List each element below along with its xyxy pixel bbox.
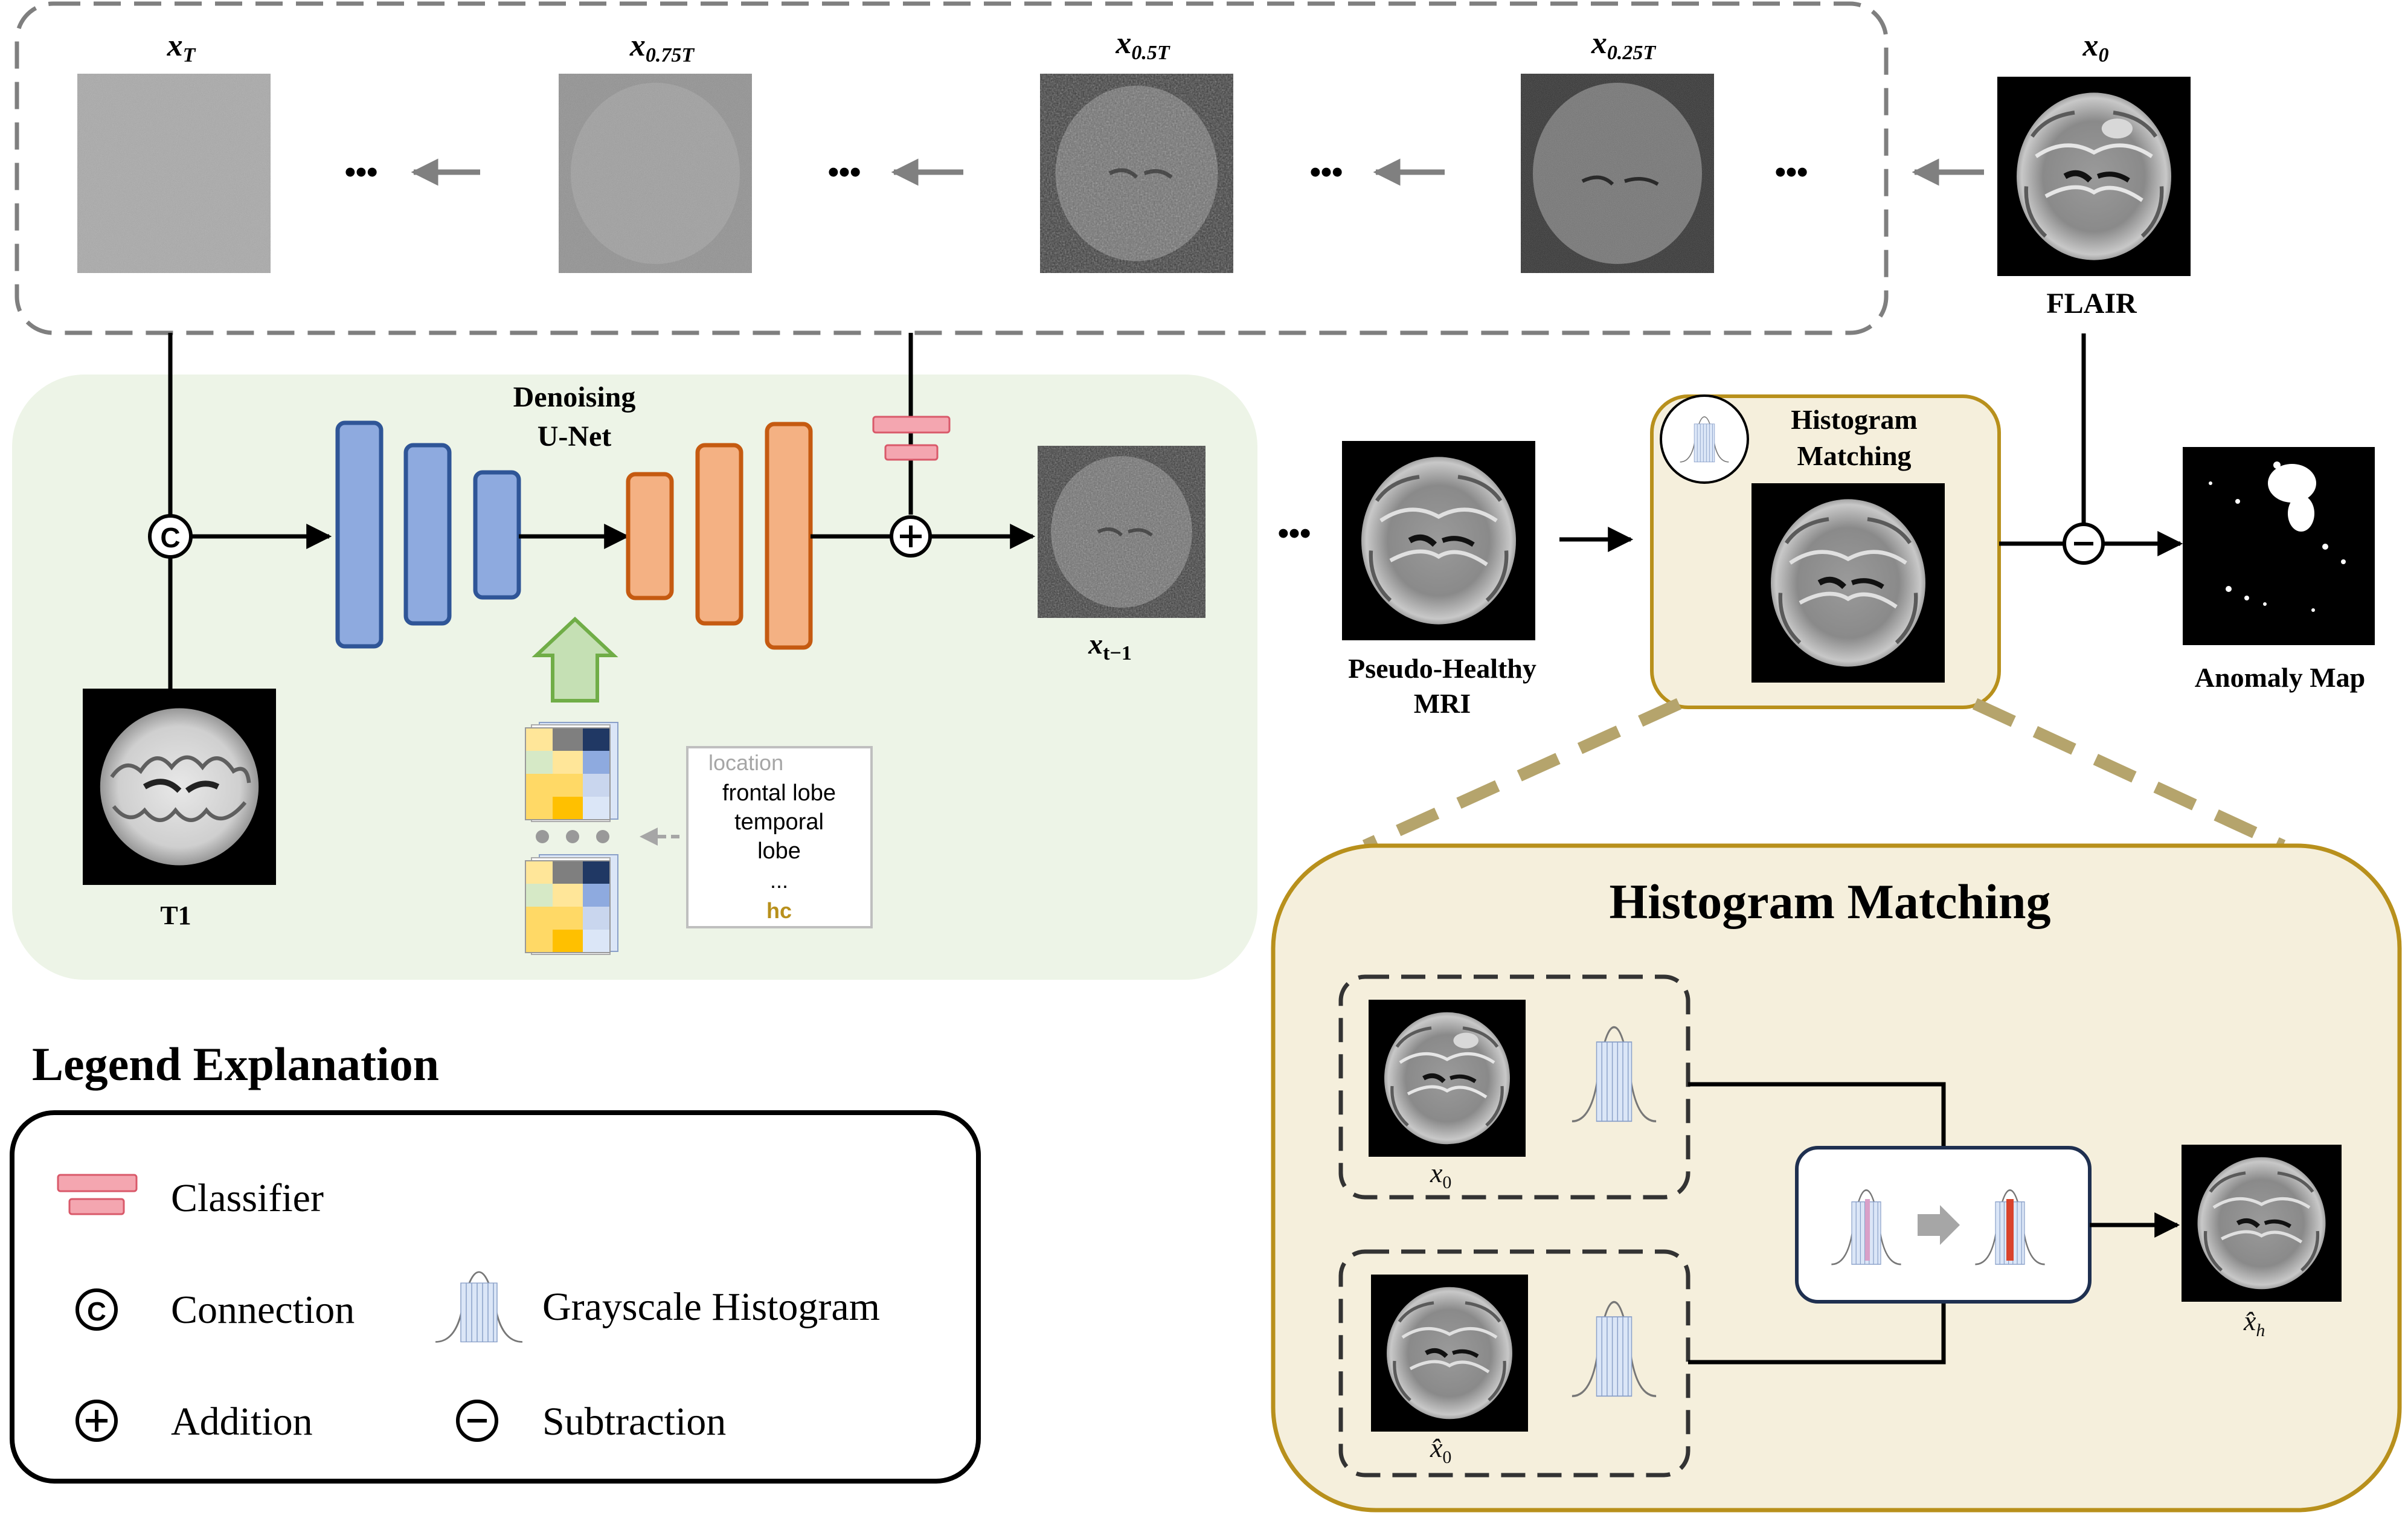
- pseudo-healthy-line2: MRI: [1414, 688, 1471, 719]
- xhat0-dashed-box: [1338, 1249, 1690, 1478]
- xhat0-connector: [1688, 1302, 1946, 1365]
- decoder-block-2: [695, 443, 743, 626]
- t1-image: [83, 689, 276, 885]
- location-ellipsis: ...: [770, 868, 788, 893]
- classifier-bar-1: [872, 416, 951, 434]
- hm-detail-title: Histogram Matching: [1609, 874, 2050, 929]
- x025T-label: x0.25T: [1591, 26, 1657, 64]
- unet-title-line1: Denoising: [513, 381, 636, 413]
- x0-label: x0: [2082, 28, 2109, 66]
- hm-small-image: [1751, 483, 1945, 683]
- encoder-block-3: [473, 470, 521, 600]
- legend-connection-label: Connection: [171, 1288, 355, 1332]
- anomaly-map-label: Anomaly Map: [2195, 662, 2365, 693]
- condition-up-arrow: [531, 616, 618, 703]
- location-lobe: lobe: [757, 838, 801, 864]
- flair-label: FLAIR: [2046, 288, 2137, 320]
- x025T-image: [1521, 74, 1714, 273]
- legend-addition-label: Addition: [171, 1400, 313, 1444]
- legend-grayscale-histogram-label: Grayscale Histogram: [542, 1285, 880, 1329]
- anomaly-map-image: [2183, 447, 2375, 645]
- classifier-bar-2: [884, 444, 939, 461]
- xT-label: xT: [167, 28, 196, 66]
- legend-connection-letter: C: [87, 1297, 106, 1326]
- x0-dashed-box: [1338, 974, 1690, 1200]
- xt1-image: [1038, 446, 1206, 618]
- hm-xhat0-image: [1371, 1275, 1528, 1432]
- legend-classifier-bar-2: [68, 1198, 125, 1215]
- location-temporal: temporal: [734, 809, 824, 835]
- x05T-label: x0.5T: [1115, 26, 1170, 64]
- legend-classifier-bar-1: [57, 1174, 138, 1192]
- x0-connector: [1688, 1082, 1946, 1148]
- hm-xhath-image: [2182, 1145, 2342, 1302]
- hm-x0-label: x0: [1430, 1157, 1452, 1193]
- target-highlight-bin: [2006, 1199, 2014, 1261]
- unet-title-line2: U-Net: [538, 420, 612, 452]
- hm-x0-image: [1369, 1000, 1526, 1157]
- hm-small-title-line2: Matching: [1797, 440, 1911, 471]
- ellipsis-4: •••: [1775, 155, 1808, 190]
- pseudo-healthy-line1: Pseudo-Healthy: [1348, 653, 1536, 684]
- encoder-block-2: [403, 443, 452, 626]
- location-header: location: [708, 750, 783, 775]
- xT-noise-image: [77, 74, 271, 273]
- flair-image: [1997, 77, 2191, 276]
- connection-letter: C: [160, 522, 180, 553]
- pipeline-ellipsis: •••: [1278, 516, 1311, 551]
- ellipsis-3: •••: [1310, 155, 1343, 190]
- decoder-block-3: [765, 422, 813, 650]
- dot-1: [536, 830, 549, 843]
- location-box: [686, 746, 873, 928]
- hm-zoom-line-right: [1972, 698, 2286, 852]
- embedding-stack-bottom: [525, 854, 618, 955]
- decoder-block-1: [626, 472, 674, 600]
- hm-xhath-label: x̂h: [2244, 1305, 2265, 1341]
- legend-classifier-label: Classifier: [171, 1176, 324, 1220]
- ellipsis-2: •••: [828, 155, 861, 190]
- location-frontal-lobe: frontal lobe: [722, 780, 836, 806]
- xt1-label: xt−1: [1088, 628, 1132, 664]
- x075T-image: [559, 74, 752, 273]
- pseudo-healthy-image: [1342, 441, 1535, 640]
- matching-gray-arrow: [1918, 1205, 1960, 1245]
- hm-xhat0-label: x̂0: [1430, 1432, 1452, 1468]
- legend-title: Legend Explanation: [32, 1038, 439, 1090]
- location-hc: hc: [766, 898, 792, 923]
- t1-label: T1: [160, 901, 191, 930]
- source-highlight-bin: [1865, 1199, 1870, 1261]
- diffusion-process-panel: [14, 1, 1889, 335]
- legend-subtraction-label: Subtraction: [542, 1400, 726, 1444]
- dot-3: [596, 830, 609, 843]
- dot-2: [566, 830, 579, 843]
- encoder-block-1: [335, 420, 384, 649]
- x05T-image: [1040, 74, 1233, 273]
- x075T-label: x0.75T: [629, 28, 695, 66]
- hm-small-title-line1: Histogram: [1791, 404, 1918, 435]
- hm-zoom-line-left: [1362, 698, 1682, 852]
- legend-connection-symbol: [75, 1288, 118, 1331]
- embedding-stack-top: [525, 722, 618, 822]
- ellipsis-1: •••: [345, 155, 378, 190]
